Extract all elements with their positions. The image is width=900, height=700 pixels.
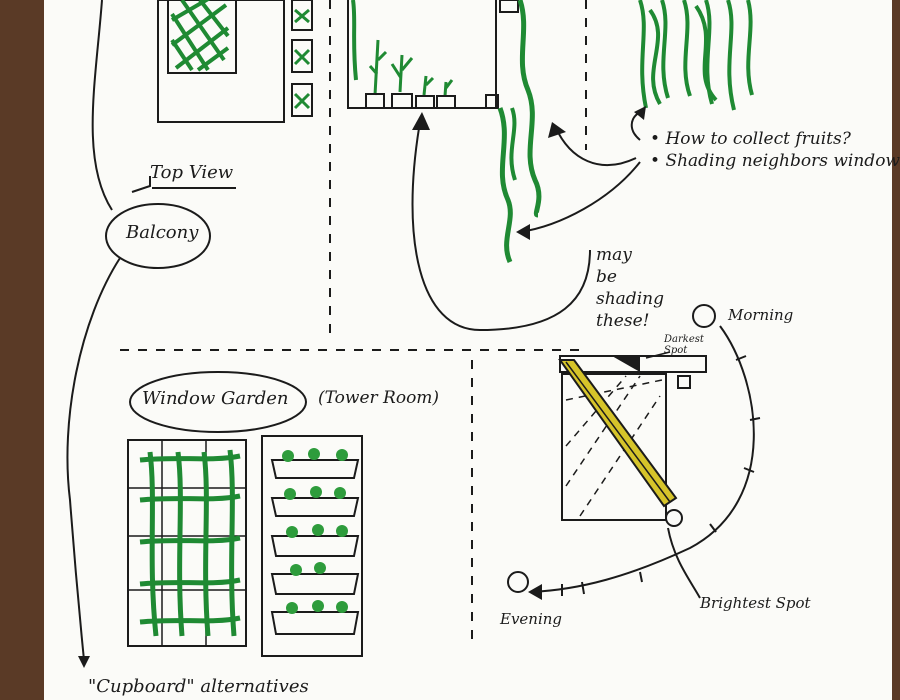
may-be-shading-label: may be shading these! (596, 245, 664, 331)
planter-shelves-panel (261, 435, 363, 657)
balcony-connector-down (66, 257, 121, 661)
cupboard-alternatives-label: "Cupboard" alternatives (88, 676, 309, 697)
concern-item: • Shading neighbors windows! (650, 150, 900, 172)
morning-label: Morning (728, 306, 794, 324)
window-garden-bubble (129, 371, 307, 433)
evening-label: Evening (500, 610, 563, 628)
concern-text: Shading neighbors windows! (665, 151, 900, 171)
arrow-heads (412, 106, 646, 240)
wall-trellis-top-left (170, 0, 230, 72)
top-view-pointer (131, 176, 151, 193)
hedge-plants-top-right (638, 0, 754, 111)
concern-text: How to collect fruits? (665, 129, 851, 149)
balcony-bubble (105, 203, 211, 269)
concern-arrows (411, 111, 641, 332)
planter-column-top (291, 0, 313, 117)
balcony-connector-up (91, 0, 113, 211)
trellis-panel (127, 439, 247, 647)
tower-room-label: (Tower Room) (318, 388, 440, 408)
brightest-spot-label: Brightest Spot (700, 594, 811, 612)
balcony-label: Balcony (126, 222, 199, 243)
top-view-label: Top View (150, 162, 234, 183)
sun-path-diagram (507, 304, 761, 600)
darkest-spot-label: Darkest Spot (664, 334, 704, 356)
balcony-side-view (347, 0, 542, 264)
window-frame-top-left (157, 0, 285, 123)
concern-list: • How to collect fruits? • Shading neigh… (650, 128, 900, 172)
quadrant-dividers (120, 0, 587, 640)
concern-item: • How to collect fruits? (650, 129, 851, 149)
window-garden-label: Window Garden (142, 388, 289, 409)
connector-arrowhead (78, 656, 90, 668)
